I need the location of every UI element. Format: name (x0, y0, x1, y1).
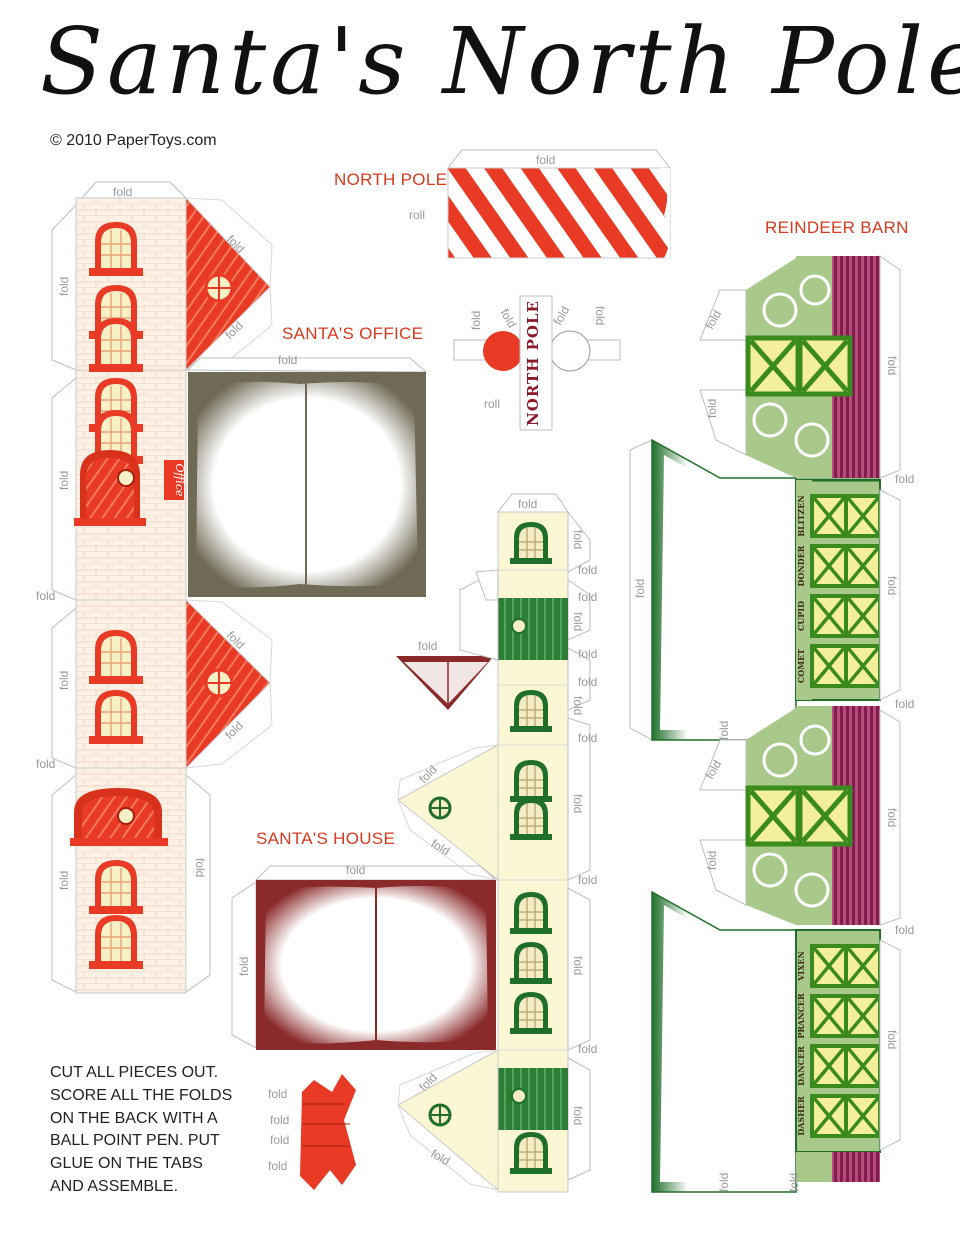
office-roof-snow-piece (396, 656, 494, 710)
fold-label: fold (885, 808, 899, 827)
house-wall-strip (397, 493, 591, 1193)
instruction-line: AND ASSEMBLE. (50, 1177, 179, 1195)
fold-labels: fold fold fold fold fold fold fold fold … (36, 153, 914, 1192)
north-pole-sign-text: NORTH POLE (524, 300, 542, 426)
office-sign-text: Office (173, 464, 186, 497)
fold-label: fold (571, 794, 585, 813)
instruction-line: SCORE ALL THE FOLDS (50, 1086, 233, 1104)
north-pole-candy-wrap (446, 149, 672, 259)
fold-label: fold (497, 307, 519, 331)
north-pole-sign-piece: NORTH POLE (453, 295, 621, 431)
office-wall-strip: Office (51, 181, 273, 994)
fold-label: fold (705, 399, 719, 418)
fold-label: fold (571, 696, 585, 715)
house-snow-panel (231, 865, 498, 1050)
section-label-santas-office: SANTA'S OFFICE (282, 324, 424, 343)
fold-label: fold (57, 471, 71, 490)
fold-label: fold (57, 671, 71, 690)
fold-label: fold (578, 563, 597, 577)
fold-label: fold (268, 1087, 287, 1101)
fold-label: fold (895, 923, 914, 937)
fold-label: fold (268, 1159, 287, 1173)
fold-label: fold (885, 1030, 899, 1049)
fold-label: fold (571, 530, 585, 549)
fold-label: fold (36, 589, 55, 603)
fold-label: fold (885, 356, 899, 375)
fold-label: fold (633, 579, 647, 598)
fold-label: fold (578, 873, 597, 887)
fold-label: fold (278, 353, 297, 367)
section-label-north-pole: NORTH POLE (334, 170, 448, 189)
stall-name-vixen: VIXEN (796, 951, 806, 982)
fold-label: fold (270, 1133, 289, 1147)
stall-name-prancer: PRANCER (796, 993, 806, 1039)
fold-label: fold (429, 1146, 453, 1168)
fold-label: fold (536, 153, 555, 167)
fold-label: fold (237, 957, 251, 976)
stall-name-dancer: DANCER (796, 1046, 806, 1086)
fold-label: fold (418, 639, 437, 653)
section-label-santas-house: SANTA'S HOUSE (256, 829, 396, 848)
copyright-text: © 2010 PaperToys.com (50, 132, 217, 149)
page-title: Santa's North Pole (40, 8, 960, 115)
fold-label: fold (593, 306, 607, 325)
fold-label: fold (571, 1106, 585, 1125)
section-label-reindeer-barn: REINDEER BARN (765, 218, 909, 237)
roll-label: roll (484, 397, 500, 411)
stall-name-blitzen: BLITZEN (796, 495, 806, 536)
fold-label: fold (717, 721, 731, 740)
fold-label: fold (518, 497, 537, 511)
fold-label: fold (578, 675, 597, 689)
instruction-line: ON THE BACK WITH A (50, 1109, 218, 1127)
fold-label: fold (550, 304, 572, 328)
assembly-instructions: CUT ALL PIECES OUT. SCORE ALL THE FOLDS … (50, 1062, 250, 1199)
instruction-line: GLUE ON THE TABS (50, 1155, 203, 1173)
stall-name-comet: COMET (796, 649, 806, 683)
fold-label: fold (57, 871, 71, 890)
chimney-piece (300, 1074, 356, 1190)
fold-label: fold (578, 590, 597, 604)
fold-label: fold (36, 757, 55, 771)
fold-label: fold (787, 1173, 801, 1192)
stall-name-cupid: CUPID (796, 601, 806, 631)
office-snow-panel (186, 357, 428, 597)
roll-label: roll (409, 208, 425, 222)
fold-label: fold (346, 863, 365, 877)
fold-label: fold (469, 311, 483, 330)
fold-label: fold (885, 576, 899, 595)
fold-label: fold (270, 1113, 289, 1127)
stall-name-dasher: DASHER (796, 1096, 806, 1136)
instruction-line: BALL POINT PEN. PUT (50, 1132, 220, 1150)
fold-label: fold (193, 858, 207, 877)
fold-label: fold (578, 1042, 597, 1056)
fold-label: fold (578, 647, 597, 661)
stall-name-donder: DONDER (796, 545, 806, 586)
fold-label: fold (571, 612, 585, 631)
fold-label: fold (895, 472, 914, 486)
fold-label: fold (895, 697, 914, 711)
reindeer-barn-piece: BLITZEN DONDER CUPID COMET VIXEN PRANCER… (629, 255, 901, 1193)
fold-label: fold (578, 731, 597, 745)
fold-label: fold (113, 185, 132, 199)
instruction-line: CUT ALL PIECES OUT. (50, 1064, 219, 1081)
fold-label: fold (705, 851, 719, 870)
fold-label: fold (57, 277, 71, 296)
fold-label: fold (571, 956, 585, 975)
fold-label: fold (717, 1173, 731, 1192)
